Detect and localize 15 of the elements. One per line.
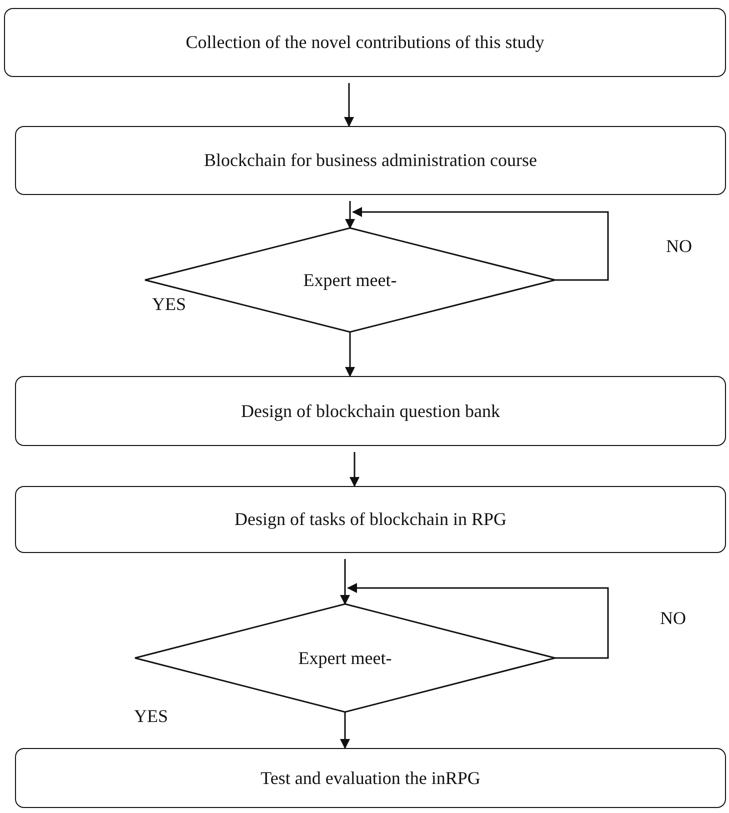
- process-box: Blockchain for business administration course: [15, 126, 726, 195]
- arrow: [350, 452, 360, 487]
- node-text: Expert meet-: [298, 648, 392, 668]
- arrow: [352, 207, 609, 281]
- arrow: [344, 83, 354, 127]
- node-text: Expert meet-: [303, 270, 397, 290]
- process-box: Collection of the novel contributions of this study: [4, 8, 726, 77]
- arrow: [340, 559, 350, 605]
- process-box: Design of blockchain question bank: [15, 376, 726, 446]
- arrow: [347, 583, 609, 659]
- process-box: Design of tasks of blockchain in RPG: [15, 486, 726, 553]
- arrow: [340, 712, 350, 749]
- process-box: Test and evaluation the inRPG: [15, 748, 726, 808]
- arrow: [345, 201, 355, 229]
- arrow: [345, 332, 355, 377]
